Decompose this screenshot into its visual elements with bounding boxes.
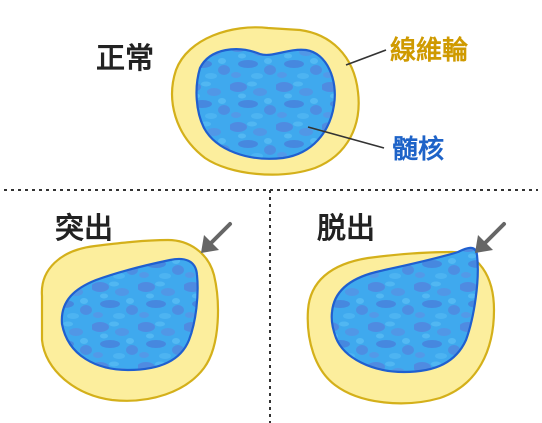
protrusion-nucleus	[60, 257, 199, 372]
normal-disc	[170, 26, 360, 176]
pointer-arrow-icon	[201, 222, 232, 253]
annulus-leader-line	[345, 49, 387, 66]
title-extrusion: 脱出	[317, 211, 375, 245]
annulus-label: 線維輪	[390, 35, 469, 66]
protrusion-disc	[40, 238, 220, 402]
nucleus-leader-line	[307, 126, 385, 149]
extrusion-nucleus	[330, 246, 479, 374]
title-normal: 正常	[96, 41, 154, 75]
extrusion-disc	[306, 246, 496, 405]
nucleus-label: 髄核	[392, 134, 444, 165]
title-protrusion: 突出	[55, 211, 113, 245]
pointer-arrow-icon	[475, 222, 506, 253]
normal-nucleus	[195, 48, 336, 160]
